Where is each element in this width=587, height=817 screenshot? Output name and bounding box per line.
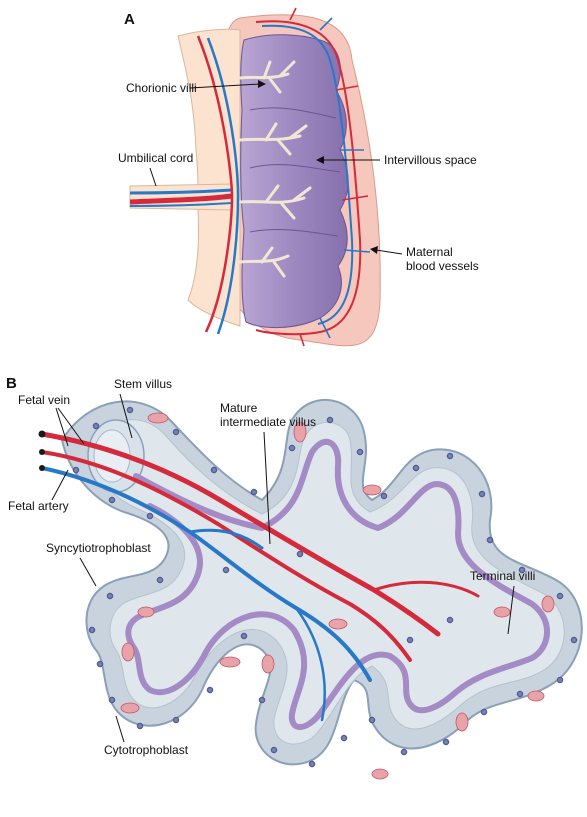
label-maternal-line2: blood vessels bbox=[406, 259, 479, 273]
label-maternal-line1: Maternal bbox=[406, 245, 453, 259]
panel-b: B bbox=[6, 375, 582, 779]
fetal-vein-lumen-2 bbox=[39, 449, 45, 455]
leader-syncytiotrophoblast bbox=[80, 558, 96, 586]
panel-a-letter: A bbox=[124, 11, 135, 28]
label-syncytiotrophoblast: Syncytiotrophoblast bbox=[46, 541, 151, 555]
leader-fetal-artery bbox=[52, 470, 68, 500]
label-fetal-vein: Fetal vein bbox=[18, 393, 70, 407]
label-mature-line1: Mature bbox=[220, 401, 258, 415]
label-chorionic-villi: Chorionic villi bbox=[126, 81, 197, 95]
fetal-artery-lumen bbox=[39, 465, 45, 471]
label-intervillous-space: Intervillous space bbox=[384, 153, 477, 167]
label-cytotrophoblast: Cytotrophoblast bbox=[104, 743, 189, 757]
leader-cytotrophoblast bbox=[116, 716, 124, 742]
label-mature-line2: intermediate villus bbox=[220, 415, 316, 429]
label-umbilical-cord: Umbilical cord bbox=[118, 151, 193, 165]
label-terminal-villi: Terminal villi bbox=[470, 569, 535, 583]
leader-umbilical-cord bbox=[150, 168, 156, 186]
fetal-vein-lumen bbox=[39, 431, 46, 438]
label-fetal-artery: Fetal artery bbox=[8, 499, 69, 513]
label-stem-villus: Stem villus bbox=[114, 377, 172, 391]
panel-b-letter: B bbox=[6, 375, 17, 392]
panel-a: A bbox=[118, 8, 479, 346]
